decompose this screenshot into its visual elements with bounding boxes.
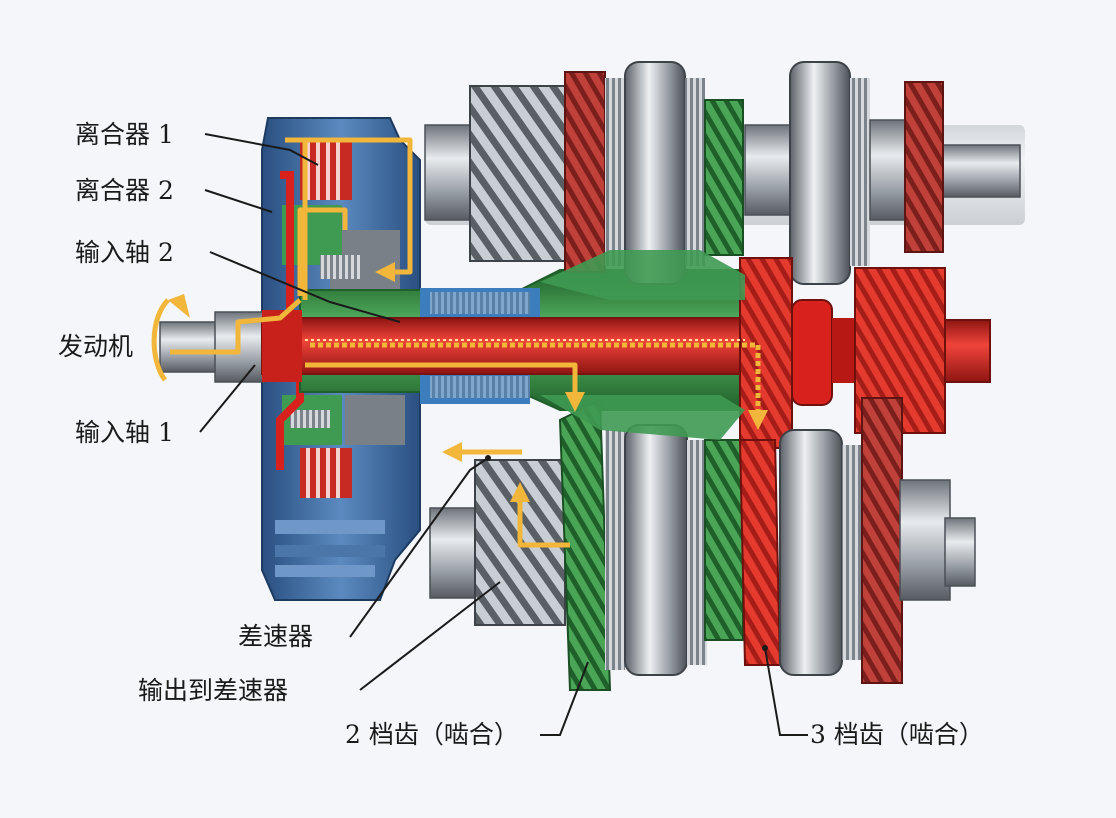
label-clutch-2: 离合器 2 bbox=[75, 176, 174, 205]
leader-dot-gear3 bbox=[762, 645, 768, 651]
leader-clutch2 bbox=[204, 189, 273, 213]
gear-3-shaft-red bbox=[739, 257, 991, 449]
leader-lines bbox=[199, 133, 808, 736]
leader-differential bbox=[349, 457, 489, 638]
label-clutch-1: 离合器 1 bbox=[75, 120, 174, 149]
label-gear-3-engaged: 3 档齿（啮合） bbox=[810, 720, 984, 749]
leader-gear2 bbox=[540, 661, 589, 736]
label-input-shaft-1: 输入轴 1 bbox=[75, 418, 174, 447]
leader-output bbox=[359, 581, 501, 691]
power-flow-arrows bbox=[170, 137, 768, 548]
rotation-arrow-head bbox=[168, 294, 190, 318]
label-output-to-differential: 输出到差速器 bbox=[138, 676, 289, 705]
label-input-shaft-2: 输入轴 2 bbox=[75, 238, 174, 267]
leader-dot-differential bbox=[485, 455, 491, 461]
label-gear-2-engaged: 2 档齿（啮合） bbox=[345, 720, 519, 749]
upper-layshaft bbox=[424, 61, 1025, 285]
leader-input-shaft1 bbox=[199, 364, 256, 433]
label-engine: 发动机 bbox=[58, 332, 134, 361]
gear-3-wheel bbox=[738, 439, 782, 666]
leader-clutch1 bbox=[204, 133, 319, 166]
lower-layshaft bbox=[429, 397, 976, 691]
label-differential: 差速器 bbox=[238, 622, 314, 651]
green-gear-web-lower bbox=[540, 395, 745, 440]
leader-gear3 bbox=[764, 647, 808, 736]
leader-input-shaft2 bbox=[209, 251, 401, 323]
green-gear-web bbox=[540, 250, 745, 300]
clutch-1-plates bbox=[300, 140, 352, 498]
rotation-arrow bbox=[151, 298, 170, 382]
